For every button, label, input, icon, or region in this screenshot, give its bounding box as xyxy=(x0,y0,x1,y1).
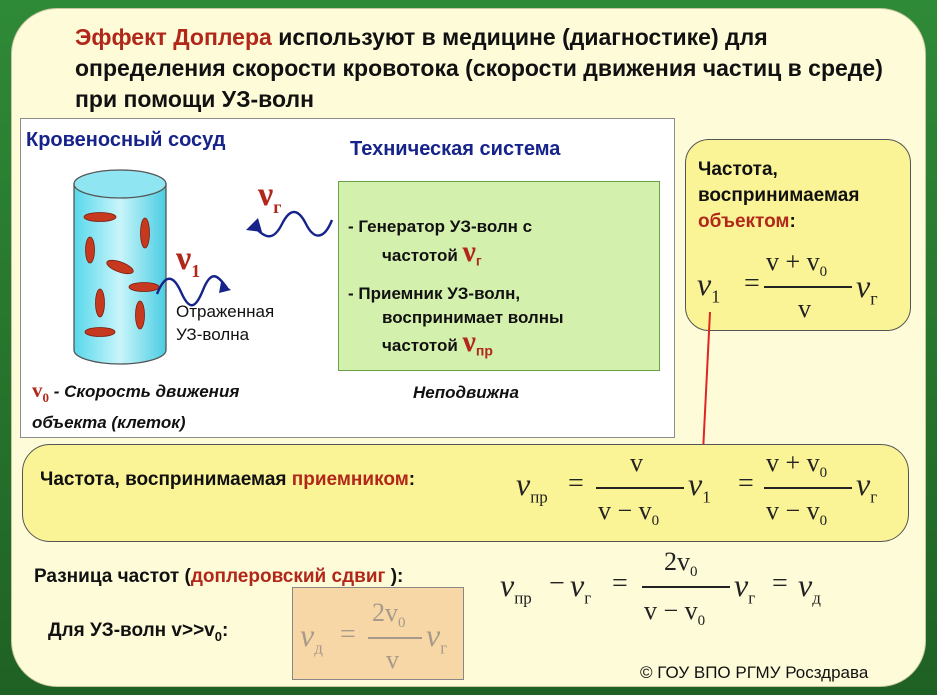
shift-fraction-bar xyxy=(642,586,730,588)
ultrasound-formula-box xyxy=(292,587,464,680)
shift-eq2: = xyxy=(772,568,788,599)
copyright: © ГОУ ВПО РГМУ Росздрава xyxy=(640,663,869,682)
doppler-shift-label: Разница частот (доплеровский сдвиг ): xyxy=(34,566,404,587)
blood-vessel-illustration xyxy=(73,169,167,365)
rec-m1: ν1 xyxy=(688,466,711,507)
shift-m: νг xyxy=(734,567,756,608)
receiver-frequency-box xyxy=(22,444,909,542)
receiver-frequency-label: Частота, воспринимаемая приемником: xyxy=(40,469,416,490)
rec-m2: νг xyxy=(856,466,878,507)
generator-wave-icon xyxy=(246,210,334,238)
rec-f2-denominator: v − v0 xyxy=(766,496,828,530)
tech-system-title: Техническая система xyxy=(350,138,561,160)
shift-result: νд xyxy=(798,567,821,608)
rec-lhs: νпр xyxy=(516,466,548,507)
obj-eq: = xyxy=(744,268,760,299)
vessel-title: Кровеносный сосуд xyxy=(26,129,226,151)
rec-f1-numerator: v xyxy=(630,448,643,477)
us-fraction-bar xyxy=(368,637,422,639)
obj-lhs: ν1 xyxy=(697,266,721,307)
title-rest: используют в медицине (диагностике) для … xyxy=(75,24,883,112)
nu-g-label: νг xyxy=(258,176,282,217)
shift-eq1: = xyxy=(612,568,628,599)
obj-denominator: v xyxy=(798,294,811,323)
shift-a: νпр xyxy=(500,567,532,608)
rec-eq1: = xyxy=(568,468,584,499)
us-lhs: νд xyxy=(300,617,323,658)
rec-f2-numerator: v + v0 xyxy=(766,448,828,482)
us-denominator: v xyxy=(386,645,399,674)
rec-eq2: = xyxy=(738,468,754,499)
stationary-label: Неподвижна xyxy=(413,383,519,402)
title-highlight: Эффект Доплера xyxy=(75,24,272,50)
obj-numerator: v + v0 xyxy=(766,247,828,281)
tech-system-box xyxy=(338,181,660,371)
object-frequency-box xyxy=(685,139,911,331)
rec-f2-bar xyxy=(764,487,852,489)
ultrasound-condition-label: Для УЗ-волн v>>v0: xyxy=(48,620,229,644)
rec-f1-bar xyxy=(596,487,684,489)
slide-title: Эффект Доплера используют в медицине (ди… xyxy=(75,22,905,115)
reflected-wave-icon xyxy=(155,275,231,307)
obj-fraction-bar xyxy=(764,286,852,288)
us-multiplier: νг xyxy=(426,617,448,658)
us-eq: = xyxy=(340,619,356,650)
rec-f1-denominator: v − v0 xyxy=(598,496,660,530)
obj-multiplier: νг xyxy=(856,268,878,309)
blood-cells xyxy=(83,212,160,337)
shift-minus: − xyxy=(549,568,565,599)
nu1-label: ν1 xyxy=(176,240,201,281)
us-numerator: 2v0 xyxy=(372,598,406,632)
shift-numerator: 2v0 xyxy=(664,547,698,581)
shift-b: νг xyxy=(570,567,592,608)
shift-denominator: v − v0 xyxy=(644,596,706,630)
